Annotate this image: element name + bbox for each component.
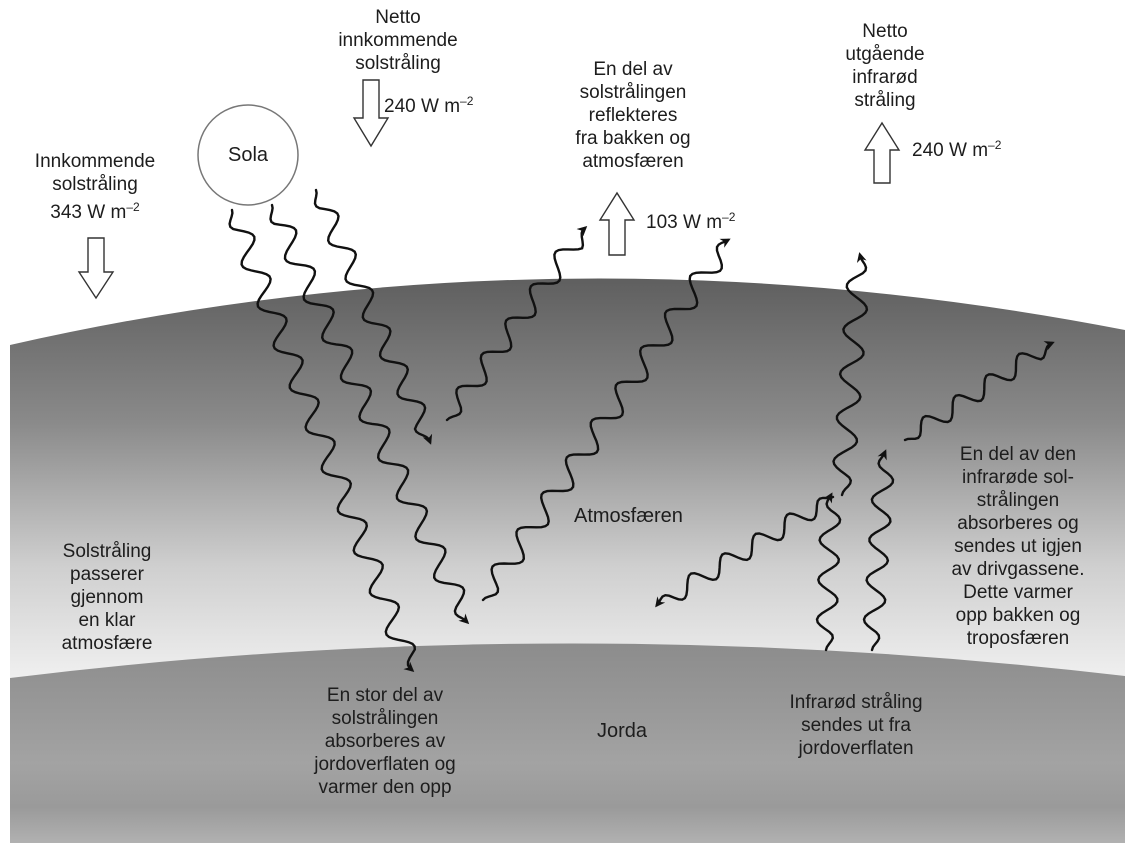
- net-outgoing-line: Netto: [820, 20, 950, 43]
- net-outgoing-line: stråling: [820, 89, 950, 112]
- absorbed-surface-line: En stor del av: [285, 684, 485, 707]
- reflected-hollow-arrow: [600, 193, 634, 255]
- absorbed-surface-line: jordoverflaten og: [285, 753, 485, 776]
- reflected-line: reflekteres: [548, 104, 718, 127]
- clear-atmosphere-line: atmosfære: [22, 632, 192, 655]
- infrared-emitted-label: Infrarød stråling sendes ut fra jordover…: [756, 691, 956, 760]
- reflected-line: En del av: [548, 58, 718, 81]
- net-outgoing-exp: –2: [988, 138, 1001, 152]
- reflected-value: 103 W m–2: [646, 206, 735, 234]
- incoming-line: solstråling: [10, 173, 180, 196]
- reflected-line: solstrålingen: [548, 81, 718, 104]
- earth-label: Jorda: [597, 720, 647, 743]
- greenhouse-line: Dette varmer: [918, 581, 1118, 604]
- net-outgoing-line: utgående: [820, 43, 950, 66]
- incoming-value-text: 343 W m: [50, 202, 126, 223]
- reflected-value-text: 103 W m: [646, 212, 722, 233]
- net-incoming-value: 240 W m–2: [384, 90, 473, 118]
- reflected-line: atmosfæren: [548, 150, 718, 173]
- net-outgoing-line: infrarød: [820, 66, 950, 89]
- greenhouse-line: sendes ut igjen: [918, 535, 1118, 558]
- greenhouse-line: av drivgassene.: [918, 558, 1118, 581]
- net-incoming-hollow-arrow: [354, 80, 388, 146]
- net-outgoing-label: Netto utgående infrarød stråling: [820, 20, 950, 112]
- infrared-emitted-line: Infrarød stråling: [756, 691, 956, 714]
- net-incoming-line: Netto: [313, 6, 483, 29]
- greenhouse-label: En del av den infrarøde sol- strålingen …: [918, 443, 1118, 650]
- net-outgoing-hollow-arrow: [865, 123, 899, 183]
- atmosphere-label: Atmosfæren: [574, 505, 683, 528]
- net-outgoing-value-text: 240 W m: [912, 140, 988, 161]
- reflected-line: fra bakken og: [548, 127, 718, 150]
- net-outgoing-value: 240 W m–2: [912, 134, 1001, 162]
- greenhouse-line: opp bakken og: [918, 604, 1118, 627]
- greenhouse-line: absorberes og: [918, 512, 1118, 535]
- absorbed-surface-line: varmer den opp: [285, 776, 485, 799]
- net-incoming-exp: –2: [460, 94, 473, 108]
- incoming-value: 343 W m–2: [10, 196, 180, 224]
- incoming-line: Innkommende: [10, 150, 180, 173]
- sun-label: Sola: [198, 110, 298, 200]
- reflected-label: En del av solstrålingen reflekteres fra …: [548, 58, 718, 173]
- incoming-hollow-arrow: [79, 238, 113, 298]
- clear-atmosphere-line: gjennom: [22, 586, 192, 609]
- incoming-exp: –2: [126, 200, 139, 214]
- greenhouse-line: troposfæren: [918, 627, 1118, 650]
- greenhouse-line: En del av den: [918, 443, 1118, 466]
- absorbed-surface-label: En stor del av solstrålingen absorberes …: [285, 684, 485, 799]
- incoming-radiation-label: Innkommende solstråling 343 W m–2: [10, 150, 180, 224]
- net-incoming-line: innkommende: [313, 29, 483, 52]
- infrared-emitted-line: sendes ut fra: [756, 714, 956, 737]
- earth-band: [10, 643, 1125, 843]
- net-incoming-value-text: 240 W m: [384, 96, 460, 117]
- clear-atmosphere-line: Solstråling: [22, 540, 192, 563]
- absorbed-surface-line: absorberes av: [285, 730, 485, 753]
- infrared-emitted-line: jordoverflaten: [756, 737, 956, 760]
- clear-atmosphere-line: en klar: [22, 609, 192, 632]
- clear-atmosphere-line: passerer: [22, 563, 192, 586]
- greenhouse-line: infrarøde sol-: [918, 466, 1118, 489]
- net-incoming-line: solstråling: [313, 52, 483, 75]
- reflected-exp: –2: [722, 210, 735, 224]
- clear-atmosphere-label: Solstråling passerer gjennom en klar atm…: [22, 540, 192, 655]
- greenhouse-line: strålingen: [918, 489, 1118, 512]
- absorbed-surface-line: solstrålingen: [285, 707, 485, 730]
- net-incoming-label: Netto innkommende solstråling: [313, 6, 483, 75]
